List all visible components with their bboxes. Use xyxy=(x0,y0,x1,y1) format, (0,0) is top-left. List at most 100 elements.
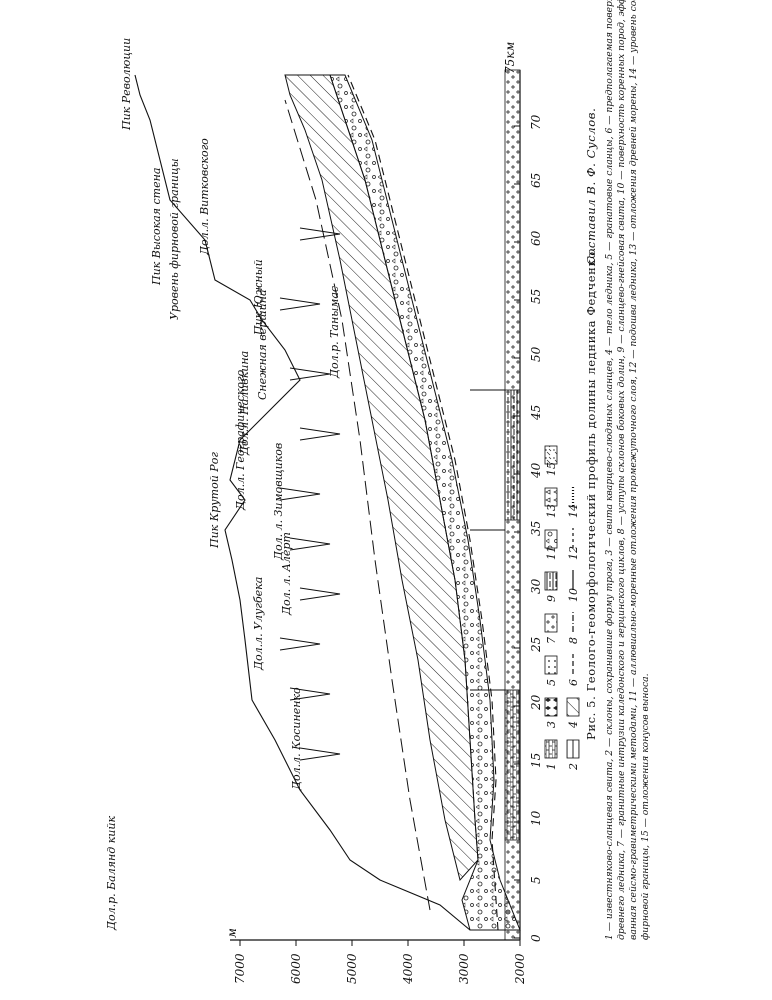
caption-title: Рис. 5. Геолого-геоморфологический профи… xyxy=(584,247,598,740)
legend-item-15: 15 xyxy=(544,445,558,476)
x-tick-label: 50 xyxy=(529,346,543,362)
place-label-zimovshchikov: Дол. л. Зимовщиков xyxy=(272,443,285,561)
geology-strip-gneiss xyxy=(504,389,521,521)
side-valley-notch xyxy=(299,587,341,601)
side-valley-notch xyxy=(289,687,331,701)
y-tick-label: 7000 xyxy=(233,953,247,984)
legend-item-number: 2 xyxy=(567,763,580,771)
legend-swatch xyxy=(544,655,558,675)
x-tick-label: 5 xyxy=(529,876,543,884)
caption-author: Составил В. Ф. Суслов. xyxy=(584,108,598,265)
place-label-geograficheskogo: Дол.л. Географического xyxy=(234,369,247,511)
x-tick-label: 15 xyxy=(529,753,543,768)
legend-item-5: 5 xyxy=(544,655,558,686)
legend-item-number: 1 xyxy=(545,763,558,770)
geology-strip-limestone xyxy=(504,689,521,841)
place-label-ulugbeka: Дол.л. Улугбека xyxy=(252,577,265,671)
bedrock-surface-line xyxy=(347,74,499,931)
legend-item-number: 8 xyxy=(567,637,580,644)
place-label-vysokaya-stena: Пик Высокая стена xyxy=(150,168,163,286)
place-label-firn-level: Уровень фирновой границы xyxy=(168,158,181,320)
legend-item-number: 6 xyxy=(567,679,580,686)
y-tick-label: 3000 xyxy=(457,953,471,984)
ancient-glacier-surface xyxy=(284,99,431,911)
x-tick-label: 60 xyxy=(529,230,543,246)
place-label-nalivkina: Дол.л. Наливкина xyxy=(238,351,251,456)
legend-item-1: 1 xyxy=(544,739,558,770)
legend-item-2: 2 xyxy=(566,739,580,771)
profile-layers xyxy=(134,69,521,941)
place-label-kosinenko: Дол.л. Косиненко xyxy=(290,687,303,791)
x-tick-label: 20 xyxy=(529,694,543,711)
legend-swatch xyxy=(544,445,558,465)
legend-item-number: 12 xyxy=(567,546,580,560)
side-valley-notch xyxy=(289,367,331,381)
legend-item-12: 12 xyxy=(567,528,580,560)
legend-swatch xyxy=(544,571,558,591)
legend-item-number: 15 xyxy=(545,462,558,476)
legend-item-7: 7 xyxy=(544,613,558,644)
place-label-tanymas: Дол.р. Танымас xyxy=(328,286,341,379)
legend-swatch xyxy=(544,697,558,717)
legend-text-line-4: фирновой границы, 15 — отложения конусов… xyxy=(640,673,651,940)
x-tick-label: 30 xyxy=(529,578,543,594)
legend-item-number: 14 xyxy=(567,504,580,518)
legend-item-number: 13 xyxy=(545,504,558,518)
side-valley-notch xyxy=(279,487,321,501)
legend-swatch xyxy=(544,613,558,633)
y-unit-label: м xyxy=(225,928,239,938)
legend-item-6: 6 xyxy=(567,654,580,686)
legend-text-line-1: 1 — известняково-сланцевая свита, 2 — ск… xyxy=(604,0,615,940)
legend-item-8: 8 xyxy=(567,612,580,644)
legend-item-4: 4 xyxy=(566,697,580,729)
side-valley-notch xyxy=(279,297,321,311)
legend-swatch xyxy=(566,739,580,759)
x-tick-label: 25 xyxy=(529,637,543,653)
side-valley-notch xyxy=(289,537,331,551)
legend-item-3: 3 xyxy=(544,697,558,728)
place-label-balyandkiik: Дол.р. Балянд кийк xyxy=(105,816,118,931)
mountain-skyline xyxy=(134,74,471,931)
legend-swatch xyxy=(544,529,558,549)
place-label-krutoy-rog: Пик Крутой Рог xyxy=(208,452,221,549)
x-tick-label: 10 xyxy=(529,810,543,826)
legend-text-line-3: ванная сейсмо-гравиметрическими методами… xyxy=(628,0,639,940)
caption: Рис. 5. Геолого-геоморфологический профи… xyxy=(584,0,651,940)
legend-item-number: 5 xyxy=(545,679,558,686)
y-tick-label: 2000 xyxy=(513,953,527,985)
legend-item-14: 14 xyxy=(567,486,580,518)
legend-item-11: 11 xyxy=(544,529,558,560)
side-valley-notch xyxy=(299,747,341,761)
legend-item-number: 3 xyxy=(545,721,558,728)
legend-swatch xyxy=(544,487,558,507)
place-label-alert: Дол. л. Алерт xyxy=(280,532,293,616)
side-valley-notch xyxy=(279,637,321,651)
legend-swatch xyxy=(566,697,580,717)
place-label-snezhnaya: Снежная вершина xyxy=(256,289,269,400)
x-tick-label: 40 xyxy=(529,462,543,479)
x-tick-label: 55 xyxy=(529,289,543,304)
side-valley-notch xyxy=(299,427,341,441)
place-label-vitkovskogo: Дол.л. Витковского xyxy=(198,138,211,256)
x-tick-label: 70 xyxy=(529,114,543,130)
legend-item-10: 10 xyxy=(567,570,580,602)
legend-text-line-2: древнего ледника, 7 — гранитные интрузии… xyxy=(616,0,627,940)
legend-item-number: 7 xyxy=(545,637,558,644)
y-tick-label: 6000 xyxy=(289,953,303,984)
legend-item-13: 13 xyxy=(544,487,558,518)
y-tick-label: 4000 xyxy=(401,953,415,985)
x-tick-label: 65 xyxy=(529,173,543,188)
place-label-pik-revolyutsii: Пик Революции xyxy=(120,38,133,131)
legend-item-number: 9 xyxy=(545,595,558,602)
legend-item-number: 11 xyxy=(545,546,558,560)
legend-item-9: 9 xyxy=(544,571,558,602)
legend-item-number: 4 xyxy=(567,721,580,729)
side-valley-notch xyxy=(299,227,341,241)
legend-item-number: 10 xyxy=(567,588,580,602)
x-tick-label: 35 xyxy=(529,521,543,536)
